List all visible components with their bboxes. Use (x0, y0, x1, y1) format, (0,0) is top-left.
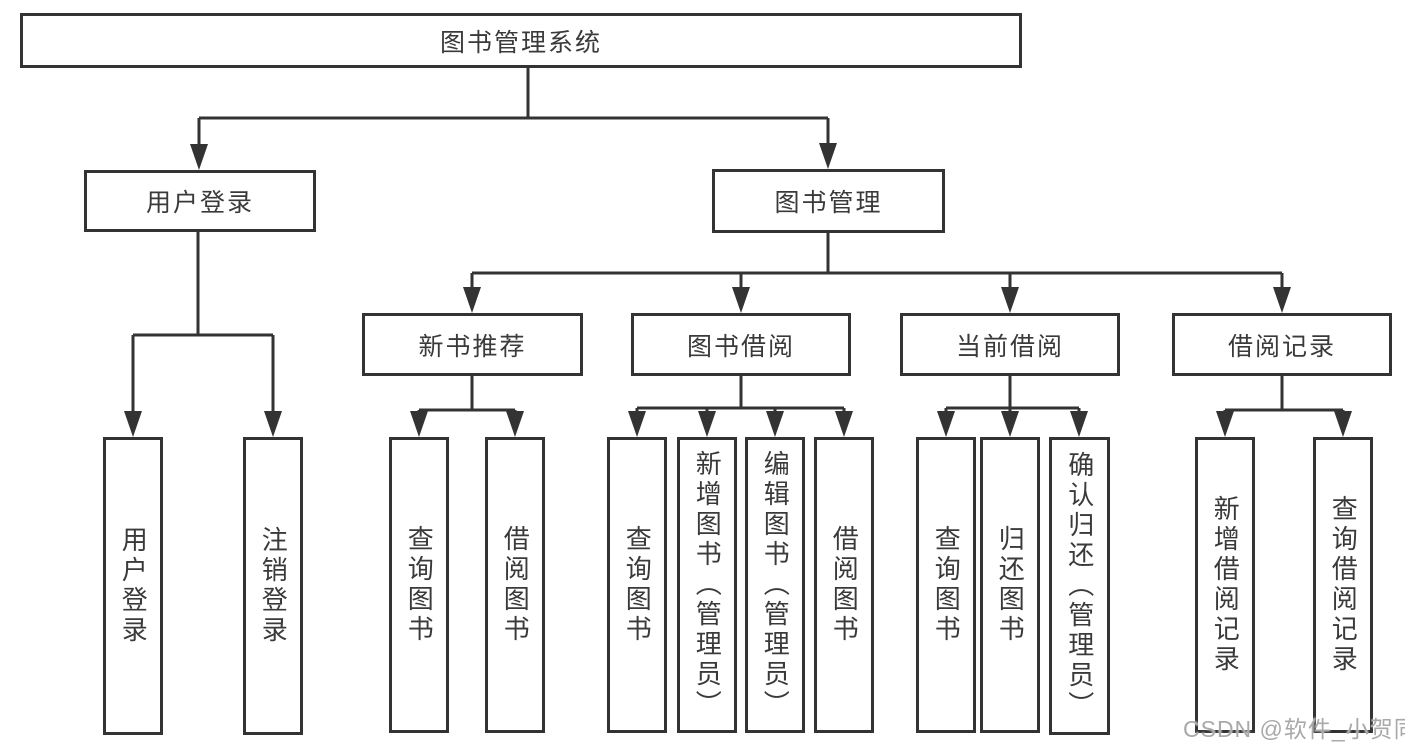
leaf-br-add-record: 新增借阅记录 (1195, 437, 1255, 733)
node-current-borrow: 当前借阅 (900, 313, 1120, 376)
connector-new-book-recommend-children (417, 376, 517, 416)
leaf-cb-return-books-label: 归还图书 (995, 525, 1026, 645)
arrowhead-nbr-query-books (410, 411, 428, 437)
connector-current-borrow-children (944, 376, 1081, 416)
connector-book-borrow-children (635, 376, 846, 416)
node-borrow-records-label: 借阅记录 (1227, 332, 1336, 361)
leaf-logout-login-label: 注销登录 (258, 526, 289, 646)
leaf-user-login-label: 用户登录 (118, 526, 149, 646)
leaf-cb-query-books: 查询图书 (916, 437, 976, 733)
leaf-cb-confirm-return-admin: 确认归还（管理员） (1049, 437, 1110, 735)
node-borrow-records: 借阅记录 (1172, 313, 1392, 376)
node-book-management: 图书管理 (712, 169, 945, 233)
arrowhead-bb-edit-book (766, 411, 784, 437)
node-new-book-recommend: 新书推荐 (362, 313, 583, 376)
arrowhead-bb-borrow-books (835, 411, 853, 437)
leaf-bb-query-books: 查询图书 (607, 437, 667, 733)
leaf-bb-edit-book-admin-label: 编辑图书（管理员） (760, 450, 791, 720)
leaf-cb-return-books: 归还图书 (980, 437, 1040, 733)
arrowhead-borrow-records (1273, 287, 1291, 313)
leaf-nbr-borrow-books: 借阅图书 (485, 437, 545, 733)
leaf-nbr-borrow-books-label: 借阅图书 (500, 525, 531, 645)
arrowhead-nbr-borrow-books (506, 411, 524, 437)
connector-user-login-children (131, 232, 275, 415)
connector-book-management-children (470, 233, 1284, 292)
arrowhead-br-query-record (1334, 411, 1352, 437)
connector-root-to-level2 (197, 68, 830, 150)
leaf-br-query-record-label: 查询借阅记录 (1328, 495, 1359, 675)
arrowhead-br-add-record (1216, 411, 1234, 437)
arrowhead-book-borrow (732, 287, 750, 313)
leaf-bb-borrow-books: 借阅图书 (814, 437, 874, 733)
arrowhead-cb-return-books (1001, 411, 1019, 437)
arrowhead-cb-confirm-return (1070, 411, 1088, 437)
leaf-cb-query-books-label: 查询图书 (931, 525, 962, 645)
leaf-logout-login: 注销登录 (243, 437, 303, 735)
connector-borrow-records-children (1223, 376, 1345, 416)
leaf-cb-confirm-return-admin-label: 确认归还（管理员） (1064, 451, 1095, 721)
arrowhead-bb-add-book (698, 411, 716, 437)
arrowhead-leaf-logout (264, 411, 282, 437)
leaf-br-query-record: 查询借阅记录 (1313, 437, 1373, 733)
csdn-watermark: CSDN @软件_小贺同学 (1183, 716, 1405, 742)
leaf-br-add-record-label: 新增借阅记录 (1210, 495, 1241, 675)
arrowhead-bb-query-books (628, 411, 646, 437)
node-book-borrow: 图书借阅 (631, 313, 851, 376)
node-user-login-branch: 用户登录 (84, 170, 316, 232)
node-current-borrow-label: 当前借阅 (955, 332, 1064, 361)
leaf-bb-add-book-admin: 新增图书（管理员） (677, 437, 737, 733)
node-root-system: 图书管理系统 (20, 13, 1022, 68)
leaf-user-login: 用户登录 (103, 437, 163, 735)
arrowhead-user-login (190, 144, 208, 170)
arrowhead-cb-query-books (937, 411, 955, 437)
arrowhead-book-management (819, 143, 837, 169)
node-root-system-label: 图书管理系统 (439, 28, 602, 57)
node-user-login-branch-label: 用户登录 (145, 189, 254, 217)
arrowhead-new-book-recommend (463, 287, 481, 313)
leaf-bb-query-books-label: 查询图书 (622, 525, 653, 645)
leaf-bb-edit-book-admin: 编辑图书（管理员） (745, 437, 805, 733)
leaf-bb-add-book-admin-label: 新增图书（管理员） (692, 450, 723, 720)
leaf-bb-borrow-books-label: 借阅图书 (829, 525, 860, 645)
arrowhead-leaf-user-login (124, 411, 142, 437)
leaf-nbr-query-books: 查询图书 (389, 437, 449, 733)
node-book-management-label: 图书管理 (774, 189, 883, 217)
node-new-book-recommend-label: 新书推荐 (418, 332, 527, 361)
arrowhead-current-borrow (1001, 287, 1019, 313)
node-book-borrow-label: 图书借阅 (686, 332, 795, 361)
leaf-nbr-query-books-label: 查询图书 (404, 525, 435, 645)
